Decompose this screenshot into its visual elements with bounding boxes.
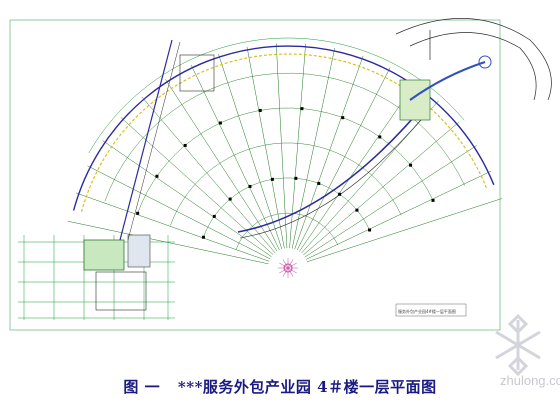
radial-axis-line — [246, 46, 285, 249]
title-block-text: 服务外包产业园4#楼一层平面图 — [398, 309, 456, 314]
core-room — [399, 79, 431, 121]
rooms-block — [83, 39, 431, 311]
ramp-blue-path — [409, 61, 486, 101]
column — [201, 235, 205, 239]
radial-axis-line — [289, 43, 306, 249]
structural-columns — [136, 107, 435, 239]
stair-room — [83, 239, 125, 271]
figure-label: 图 一 — [123, 378, 161, 396]
snowflake-logo-icon — [495, 313, 541, 377]
watermark-text: zhulong.com — [500, 373, 560, 388]
center-ray — [287, 259, 294, 269]
corridor-wall-edge — [127, 41, 181, 241]
service-room — [127, 234, 151, 268]
radial-axis-line — [305, 170, 492, 260]
column — [155, 174, 159, 178]
column — [294, 176, 298, 180]
column — [228, 197, 232, 201]
radial-axis-line — [303, 121, 460, 256]
circular-axis-arcs — [104, 72, 465, 250]
circular-axis-arc — [104, 72, 465, 202]
column — [355, 208, 359, 212]
column — [409, 163, 413, 167]
center-ray — [279, 262, 289, 269]
center-ray — [282, 259, 289, 269]
radial-axis-line — [299, 82, 416, 252]
radial-axis-lines — [67, 43, 503, 265]
radial-axis-line — [304, 145, 477, 258]
center-ray — [279, 267, 289, 274]
column — [258, 108, 262, 112]
rectangular-axis-grid — [9, 19, 501, 331]
outer-wall-dashed-line — [80, 53, 487, 213]
radial-center-point — [278, 258, 298, 278]
column — [270, 177, 274, 181]
column — [300, 107, 304, 111]
center-ray — [282, 267, 289, 277]
corridor-wall — [119, 39, 173, 241]
radial-axis-line — [87, 165, 271, 260]
column — [212, 214, 216, 218]
column — [341, 116, 345, 120]
ramp-outer-edge — [395, 18, 552, 101]
column — [136, 211, 140, 215]
drawing-border — [9, 19, 501, 331]
column — [218, 121, 222, 125]
center-ray — [287, 267, 294, 277]
dimension-arc — [88, 37, 465, 154]
radial-axis-line — [291, 47, 336, 249]
column — [338, 192, 342, 196]
column — [431, 198, 435, 202]
radial-axis-line — [294, 55, 364, 250]
center-ray — [287, 267, 297, 274]
radial-axis-line — [141, 96, 276, 253]
title-block-frame — [395, 303, 467, 317]
radial-axis-line — [218, 53, 283, 250]
center-ray — [287, 262, 297, 269]
outer-wall-line — [72, 45, 495, 211]
circular-axis-arc — [170, 142, 402, 226]
outer-wall-arcs — [72, 37, 495, 239]
radial-axis-line — [165, 79, 278, 252]
figure-title: ***服务外包产业园 4＃楼一层平面图 — [177, 378, 437, 396]
column — [378, 135, 382, 139]
radial-axis-line — [306, 198, 503, 263]
figure-caption: 图 一 ***服务外包产业园 4＃楼一层平面图 — [0, 376, 560, 397]
curved-ramp — [395, 18, 552, 101]
column — [317, 181, 321, 185]
column — [248, 184, 252, 188]
circular-axis-arc — [137, 107, 434, 214]
inner-curved-wall-edge — [239, 113, 427, 239]
circular-axis-arc — [203, 177, 370, 238]
column — [183, 143, 187, 147]
inner-curved-wall — [237, 109, 421, 233]
radial-axis-line — [275, 43, 288, 249]
upper-room — [179, 54, 215, 92]
radial-axis-line — [190, 64, 280, 251]
lobby-room — [95, 271, 147, 311]
ramp-inner-edge — [409, 32, 537, 101]
column — [368, 228, 372, 232]
circular-axis-arc — [236, 212, 339, 250]
radial-axis-line — [75, 192, 270, 262]
title-block-box — [395, 303, 467, 317]
ramp-node — [478, 55, 492, 69]
radial-axis-line — [296, 67, 391, 251]
